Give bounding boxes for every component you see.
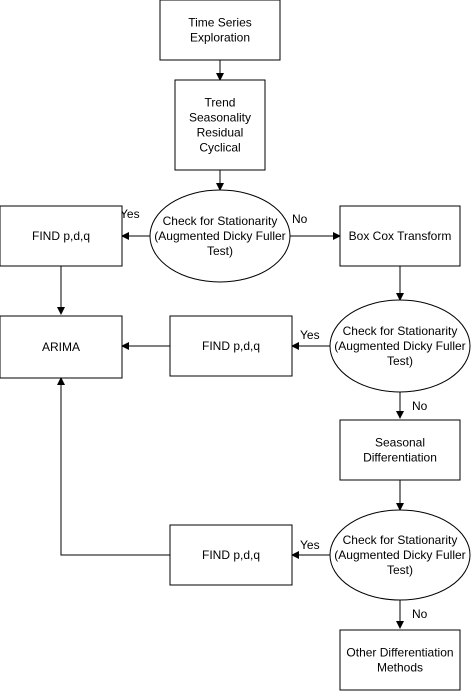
node-label-line: Cyclical [199,141,240,155]
svg-text:Box Cox Transform: Box Cox Transform [349,229,452,243]
node-label-line: Exploration [190,31,250,45]
svg-text:FIND p,d,q: FIND p,d,q [202,548,260,562]
svg-text:FIND p,d,q: FIND p,d,q [32,229,90,243]
edge-label-check2-no: No [412,399,428,413]
node-label-line: Time Series [188,16,252,30]
node-label-line: Other Differentiation [346,646,453,660]
node-label-line: Trend [205,96,236,110]
node-box-cox-transform[interactable]: Box Cox Transform [339,205,461,267]
node-find-pdq-2[interactable]: FIND p,d,q [169,315,293,377]
node-label-line: Test) [387,563,413,577]
node-arima[interactable]: ARIMA [0,315,123,379]
node-stationarity-check-3[interactable]: Check for Stationarity(Augmented Dicky F… [329,509,471,601]
edge-label-check1-yes: Yes [120,207,140,221]
node-label-line: FIND p,d,q [32,229,90,243]
svg-text:Check for Stationarity(Augment: Check for Stationarity(Augmented Dicky F… [154,214,285,258]
node-label-line: FIND p,d,q [202,548,260,562]
edge-find3-to-arima [57,377,170,556]
node-label-line: (Augmented Dicky Fuller [154,229,285,243]
edge-label-check2-yes: Yes [300,328,320,342]
node-label-line: Differentiation [363,451,437,465]
node-label-line: Test) [387,354,413,368]
node-label-line: (Augmented Dicky Fuller [334,339,465,353]
node-label-line: Seasonal [375,436,425,450]
node-label-line: Residual [197,126,244,140]
edge-label-check3-no: No [412,607,428,621]
node-label-line: (Augmented Dicky Fuller [334,548,465,562]
node-find-pdq-3[interactable]: FIND p,d,q [169,524,293,586]
node-label-line: Seasonality [189,111,251,125]
node-label-line: Check for Stationarity [343,533,458,547]
svg-text:FIND p,d,q: FIND p,d,q [202,339,260,353]
edge-label-check3-yes: Yes [300,538,320,552]
node-label-line: Test) [207,244,233,258]
node-find-pdq-1[interactable]: FIND p,d,q [0,205,123,267]
svg-text:ARIMA: ARIMA [42,340,80,354]
node-label-line: Check for Stationarity [163,214,278,228]
node-label-line: Check for Stationarity [343,324,458,338]
node-label-line: Methods [377,661,423,675]
node-label-line: ARIMA [42,340,80,354]
node-label-line: Box Cox Transform [349,229,452,243]
svg-text:Check for Stationarity(Augment: Check for Stationarity(Augmented Dicky F… [334,533,465,577]
node-label-line: FIND p,d,q [202,339,260,353]
edge-label-check1-no: No [292,212,308,226]
node-stationarity-check-2[interactable]: Check for Stationarity(Augmented Dicky F… [329,299,471,393]
node-stationarity-check-1[interactable]: Check for Stationarity(Augmented Dicky F… [149,189,291,283]
svg-text:Check for Stationarity(Augment: Check for Stationarity(Augmented Dicky F… [334,324,465,368]
